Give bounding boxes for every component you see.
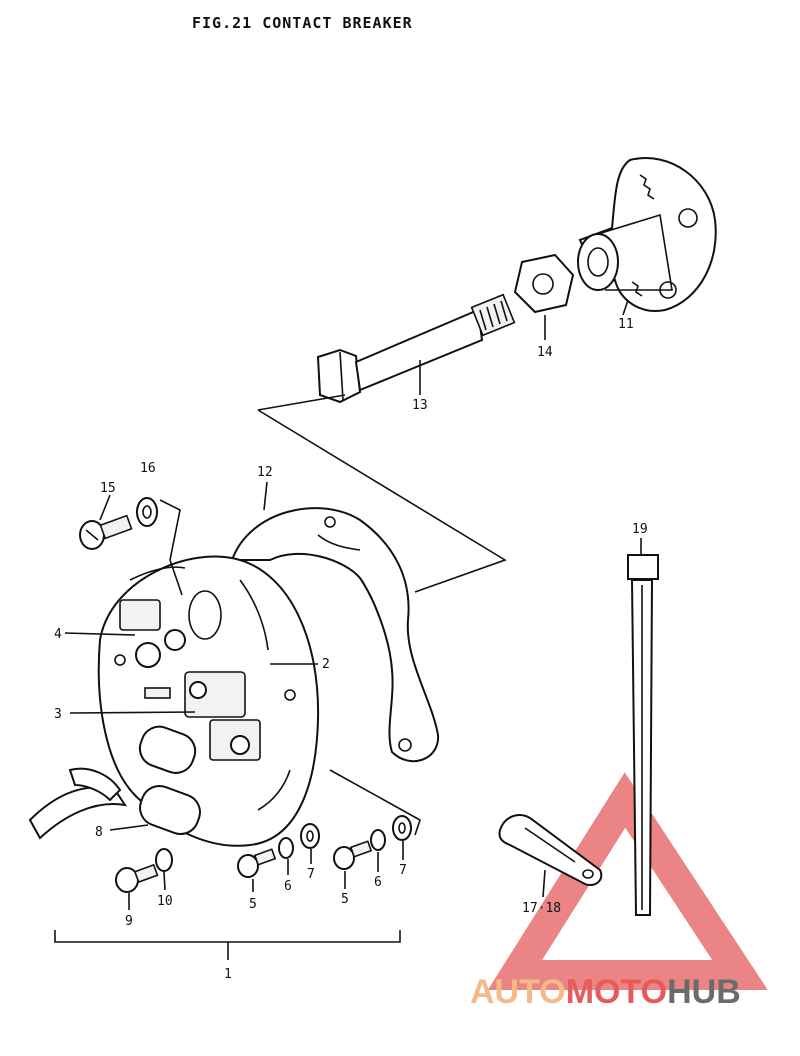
part-5a-screw <box>237 848 277 878</box>
callout-15: 15 <box>100 481 116 496</box>
part-15-screw <box>79 514 133 550</box>
leader-lines <box>64 299 642 910</box>
part-14-nut <box>513 253 575 314</box>
part-19-strap <box>627 554 659 916</box>
callout-7a: 7 <box>307 867 315 882</box>
part-8-condenser <box>28 725 201 840</box>
watermark-text: AUTOMOTOHUB <box>470 973 741 1011</box>
part-3-4-contact-points <box>119 599 261 761</box>
part-12-plate <box>230 507 440 762</box>
part-17-18-clamp <box>498 814 603 886</box>
callout-4: 4 <box>54 627 62 642</box>
callout-12: 12 <box>257 465 273 480</box>
assembly-bracket <box>54 930 401 960</box>
callout-17-18: 17·18 <box>522 901 561 916</box>
part-6a-lockwasher <box>278 837 294 859</box>
callout-10: 10 <box>157 894 173 909</box>
callout-14: 14 <box>537 345 553 360</box>
callout-19: 19 <box>632 522 648 537</box>
part-9-screw <box>115 863 159 893</box>
callout-1: 1 <box>224 967 232 982</box>
callout-6b: 6 <box>374 875 382 890</box>
part-10-washer <box>155 848 173 872</box>
callout-5b: 5 <box>341 892 349 907</box>
watermark-hub: HUB <box>667 973 741 1011</box>
callout-6a: 6 <box>284 879 292 894</box>
figure-title: FIG.21 CONTACT BREAKER <box>192 14 413 32</box>
callout-2: 2 <box>322 657 330 672</box>
callout-3: 3 <box>54 707 62 722</box>
part-13-bolt <box>316 293 516 404</box>
callout-13: 13 <box>412 398 428 413</box>
part-6b-lockwasher <box>370 829 386 851</box>
watermark-auto: AUTO <box>470 973 566 1011</box>
callout-7b: 7 <box>399 863 407 878</box>
watermark-moto: MOTO <box>566 973 667 1011</box>
part-11-advancer <box>577 157 717 312</box>
callout-9: 9 <box>125 914 133 929</box>
part-16-washer <box>136 497 158 527</box>
part-5b-screw <box>333 840 373 870</box>
callout-8: 8 <box>95 825 103 840</box>
watermark-logo <box>487 772 768 990</box>
part-7b-washer <box>392 815 412 841</box>
part-7a-washer <box>300 823 320 849</box>
callout-16: 16 <box>140 461 156 476</box>
callout-5a: 5 <box>249 897 257 912</box>
callout-11: 11 <box>618 317 634 332</box>
